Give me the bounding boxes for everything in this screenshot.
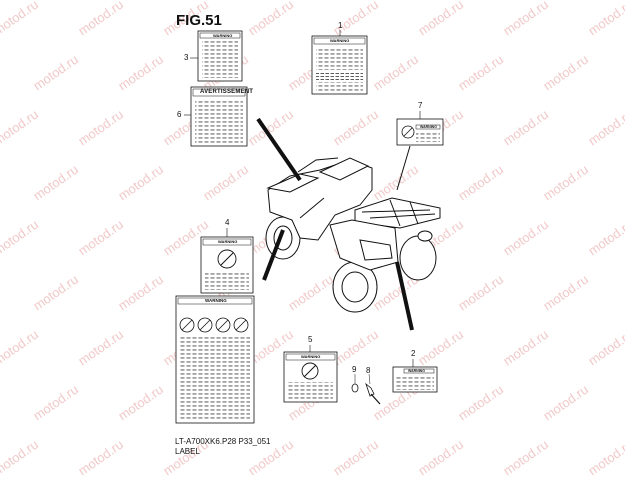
- figure-caption: LABEL: [175, 447, 200, 456]
- callout-7: 7: [418, 101, 423, 110]
- callout-2: 2: [411, 349, 416, 358]
- label-4: [200, 236, 254, 294]
- clip-9: [351, 374, 359, 393]
- parts-diagram: [175, 30, 444, 424]
- label-3: [197, 30, 243, 82]
- callout-1: 1: [338, 21, 343, 30]
- callout-4: 4: [225, 218, 230, 227]
- drawing-code: LT-A700XK6.P28 P33_051: [175, 437, 271, 446]
- leader-lines: [256, 117, 414, 331]
- screw-8: [365, 373, 381, 405]
- label-7: [396, 118, 444, 146]
- figure-footer: LT-A700XK6.P28 P33_051 LABEL: [175, 437, 270, 457]
- label-6-header: AVERTISSEMENT: [200, 89, 254, 95]
- label-5-header: WARNING: [301, 354, 321, 359]
- label-3-header: WARNING: [213, 33, 233, 38]
- label-large: [175, 295, 255, 424]
- label-2-header: WARNING: [408, 369, 425, 373]
- callout-3: 3: [184, 53, 189, 62]
- label-2: [392, 366, 438, 393]
- callout-9: 9: [352, 365, 357, 374]
- callout-6: 6: [177, 110, 182, 119]
- label-4-header: WARNING: [218, 239, 238, 244]
- label-5: [283, 351, 338, 403]
- figure-title: FIG.51: [176, 12, 222, 29]
- atv-drawing: [265, 157, 441, 313]
- label-large-header: WARNING: [205, 298, 227, 303]
- label-7-header: WARNING: [420, 125, 437, 129]
- label-1: [311, 35, 368, 95]
- callout-5: 5: [308, 335, 313, 344]
- label-1-header: WARNING: [330, 38, 350, 43]
- callout-8: 8: [366, 366, 371, 375]
- label-6: [190, 86, 248, 147]
